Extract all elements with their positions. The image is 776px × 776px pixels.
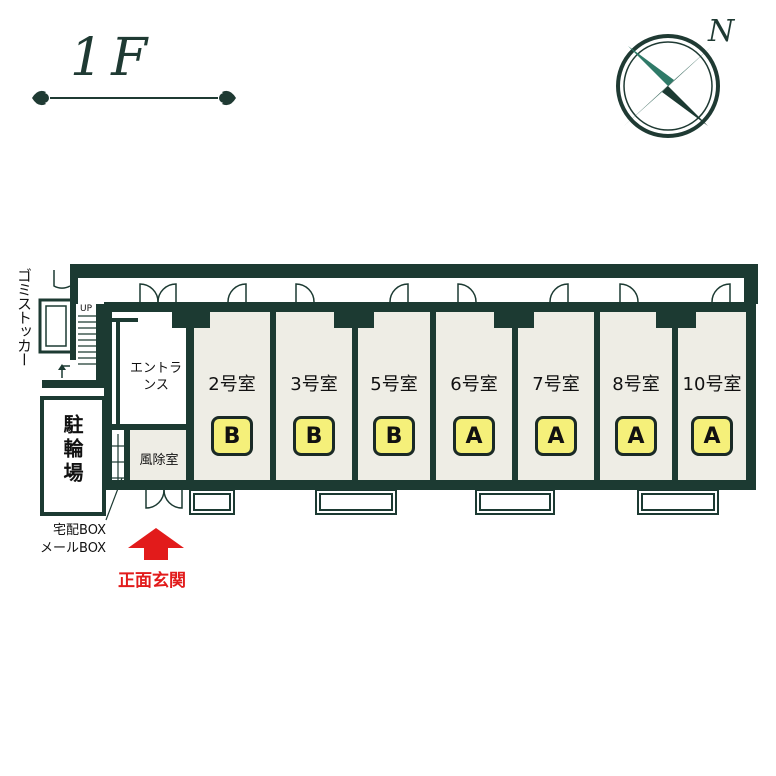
bicycle-parking-label: 駐輪場	[60, 414, 84, 486]
floor-title: 1F	[70, 28, 156, 88]
room-label: 7号室	[532, 374, 580, 395]
mailbox-label: 宅配BOX メールBOX	[10, 522, 106, 558]
room-label: 2号室	[208, 374, 256, 395]
room-type-badge: A	[691, 416, 733, 456]
windbreak-room-label: 風除室	[139, 453, 179, 468]
mail-box-label: メールBOX	[40, 541, 106, 556]
room-label: 8号室	[612, 374, 660, 395]
north-label: N	[708, 14, 735, 49]
main-entrance-label: 正面玄関	[118, 571, 186, 591]
room-type-badge: B	[293, 416, 335, 456]
room-type-badge: A	[615, 416, 657, 456]
stairs-up-label: UP	[80, 304, 93, 314]
room-type-badge: B	[211, 416, 253, 456]
room-type-badge: A	[535, 416, 577, 456]
room-type-badge: B	[373, 416, 415, 456]
room-label: 10号室	[682, 374, 742, 395]
compass-icon	[616, 34, 720, 138]
title-ornament	[32, 90, 236, 106]
room-label: 3号室	[290, 374, 338, 395]
room-label: 5号室	[370, 374, 418, 395]
entrance-hall-label: エントランス	[129, 361, 182, 393]
delivery-box-label: 宅配BOX	[53, 523, 106, 538]
room-label: 6号室	[450, 374, 498, 395]
garbage-stocker-label: ゴミストッカー	[15, 268, 33, 366]
room-type-badge: A	[453, 416, 495, 456]
